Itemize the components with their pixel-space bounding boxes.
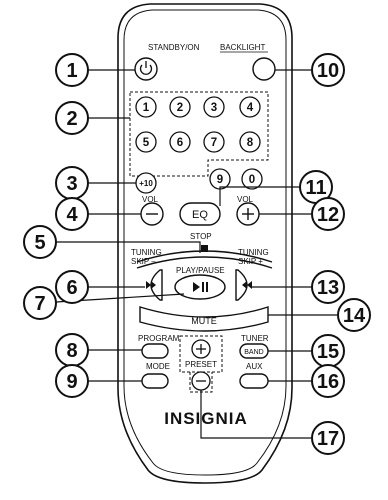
key-0-label: 0 xyxy=(249,174,255,186)
plus-icon xyxy=(242,208,254,220)
svg-text:17: 17 xyxy=(317,428,339,450)
eq-label: EQ xyxy=(192,209,208,221)
remote-body-inner xyxy=(123,9,287,476)
svg-text:11: 11 xyxy=(305,177,326,199)
vol-left-label: VOL xyxy=(142,195,159,204)
callout-5: 5 xyxy=(23,225,57,259)
play-pause-icon xyxy=(193,282,208,292)
key-3-label: 3 xyxy=(211,102,217,114)
mute-button[interactable] xyxy=(139,306,269,332)
key-1[interactable]: 1 xyxy=(135,96,157,118)
svg-text:10: 10 xyxy=(317,60,339,82)
callout-4: 4 xyxy=(55,197,89,231)
eq-button[interactable] xyxy=(179,202,221,226)
key-0[interactable]: 0 xyxy=(241,168,263,190)
callout-13: 13 xyxy=(311,270,345,304)
backlight-label: BACKLIGHT xyxy=(220,43,265,52)
skip-forward-icon xyxy=(242,281,252,289)
svg-text:1: 1 xyxy=(66,60,77,82)
svg-text:6: 6 xyxy=(66,277,77,299)
svg-text:13: 13 xyxy=(317,277,339,299)
aux-label: AUX xyxy=(246,362,263,371)
svg-text:15: 15 xyxy=(317,341,339,363)
svg-text:5: 5 xyxy=(34,232,45,254)
tuning-skip-minus-label-2: SKIP – xyxy=(131,257,156,266)
power-icon xyxy=(139,61,153,75)
svg-text:9: 9 xyxy=(66,371,77,393)
key-2-label: 2 xyxy=(177,102,183,114)
svg-text:2: 2 xyxy=(66,108,77,130)
key-6-label: 6 xyxy=(177,137,183,149)
svg-text:4: 4 xyxy=(66,204,78,226)
svg-text:16: 16 xyxy=(317,371,339,393)
callout-7: 7 xyxy=(23,286,57,320)
standby-on-label: STANDBY/ON xyxy=(148,43,200,52)
preset-dashed-border xyxy=(179,335,223,373)
brand-logo-text: INSIGNIA xyxy=(164,409,248,428)
svg-text:8: 8 xyxy=(66,340,77,362)
tuning-skip-minus-label-1: TUNING xyxy=(131,248,162,257)
svg-text:14: 14 xyxy=(343,305,366,327)
callout-16: 16 xyxy=(311,364,345,398)
callout-10: 10 xyxy=(311,53,345,87)
leader-11 xyxy=(219,186,300,206)
svg-text:12: 12 xyxy=(317,204,339,226)
callout-8: 8 xyxy=(55,333,89,367)
key-7[interactable]: 7 xyxy=(203,131,225,153)
key-7-label: 7 xyxy=(211,137,217,149)
key-9[interactable]: 9 xyxy=(209,168,231,190)
callout-9: 9 xyxy=(55,364,89,398)
callout-6: 6 xyxy=(55,270,89,304)
tuner-label: TUNER xyxy=(241,334,269,343)
skip-back-icon xyxy=(146,281,156,289)
keypad-dashed-border xyxy=(129,91,269,177)
key-8-label: 8 xyxy=(247,137,254,149)
key-5-label: 5 xyxy=(143,137,150,149)
program-button[interactable] xyxy=(141,343,169,359)
key-2[interactable]: 2 xyxy=(169,96,191,118)
remote-body-outer xyxy=(117,3,293,484)
band-label: BAND xyxy=(244,349,263,356)
skip-back-button[interactable] xyxy=(150,269,163,301)
skip-forward-button[interactable] xyxy=(235,269,248,301)
tuning-skip-plus-label-2: SKIP + xyxy=(238,257,263,266)
vol-right-label: VOL xyxy=(237,195,254,204)
callout-3: 3 xyxy=(55,166,89,200)
callout-15: 15 xyxy=(311,334,345,368)
key-4-label: 4 xyxy=(247,102,254,114)
key-3[interactable]: 3 xyxy=(203,96,225,118)
play-pause-label: PLAY/PAUSE xyxy=(176,266,225,275)
key-6[interactable]: 6 xyxy=(169,131,191,153)
svg-text:3: 3 xyxy=(66,173,77,195)
callout-12: 12 xyxy=(311,197,345,231)
standby-on-button[interactable] xyxy=(134,57,158,81)
callout-1: 1 xyxy=(55,53,89,87)
aux-button[interactable] xyxy=(239,373,269,389)
key-1-label: 1 xyxy=(143,102,150,114)
preset-label: PRESET xyxy=(185,360,217,369)
key-5[interactable]: 5 xyxy=(135,131,157,153)
callout-17: 17 xyxy=(311,421,345,455)
leader-5 xyxy=(56,241,201,253)
mute-label: MUTE xyxy=(191,316,217,326)
key-4[interactable]: 4 xyxy=(239,96,261,118)
mode-label: MODE xyxy=(146,362,170,371)
backlight-button[interactable] xyxy=(252,57,276,81)
plus-icon xyxy=(196,344,206,354)
mode-button[interactable] xyxy=(141,373,169,389)
plus10-label: +10 xyxy=(139,179,153,188)
callout-14: 14 xyxy=(337,298,371,332)
tuning-skip-plus-label-1: TUNING xyxy=(238,248,269,257)
key-9-label: 9 xyxy=(217,174,223,186)
key-8[interactable]: 8 xyxy=(239,131,261,153)
callout-2: 2 xyxy=(55,101,89,135)
stop-icon xyxy=(201,245,208,252)
svg-text:7: 7 xyxy=(34,293,45,315)
stop-label: STOP xyxy=(190,232,212,241)
leader-17 xyxy=(200,390,312,439)
plus10-button[interactable]: +10 xyxy=(135,172,157,194)
program-label: PROGRAM xyxy=(138,334,180,343)
